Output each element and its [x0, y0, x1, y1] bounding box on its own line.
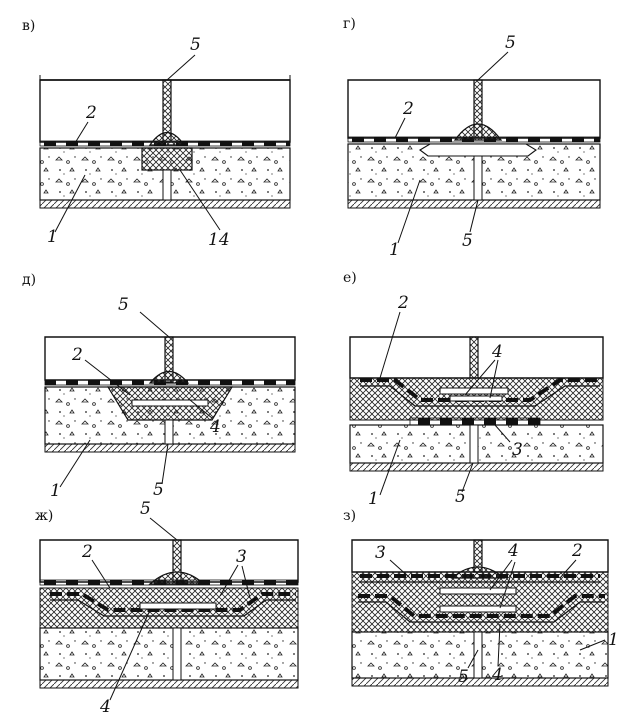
panel-d-label-5-top: 5 — [118, 295, 129, 315]
panel-v-label-2: 2 — [85, 103, 97, 123]
panel-z: з) 3 4 2 1 5 4 — [343, 508, 619, 687]
panel-e-label-3: 3 — [512, 440, 523, 460]
panel-v: в) 5 2 1 14 — [22, 18, 291, 250]
panel-g-label-5-bottom: 5 — [462, 231, 473, 251]
panel-zh: ж) 5 2 3 4 — [35, 499, 299, 716]
panel-g-label-1: 1 — [389, 240, 400, 260]
panel-e-label-5: 5 — [455, 487, 466, 507]
panel-v-label-1: 1 — [47, 227, 58, 247]
panel-d-label-5-bottom: 5 — [153, 480, 164, 500]
panel-v-label-14: 14 — [208, 230, 230, 250]
panel-v-title: в) — [22, 18, 35, 34]
panel-z-label-1: 1 — [608, 630, 619, 650]
panel-zh-label-3: 3 — [236, 547, 247, 567]
panel-e-label-4: 4 — [491, 342, 503, 362]
panel-g-label-2: 2 — [402, 99, 414, 119]
panel-d-label-1: 1 — [50, 481, 61, 501]
panel-g-title: г) — [343, 16, 356, 32]
panel-d-label-4: 4 — [209, 417, 221, 437]
panel-z-title: з) — [343, 508, 356, 524]
panel-z-label-4-bottom: 4 — [491, 665, 503, 685]
panel-d: д) 5 2 4 1 5 — [22, 272, 296, 501]
panel-zh-label-4: 4 — [99, 697, 111, 716]
panel-e-title: е) — [343, 270, 357, 286]
panel-z-label-4-top: 4 — [507, 541, 519, 561]
panel-z-label-5: 5 — [458, 667, 469, 687]
panel-zh-title: ж) — [35, 508, 53, 524]
panel-g-label-5-top: 5 — [505, 33, 516, 53]
panel-v-label-5: 5 — [190, 35, 201, 55]
panel-e-label-1: 1 — [368, 489, 379, 509]
panel-z-label-2: 2 — [571, 541, 583, 561]
panel-e: е) 2 4 3 1 5 — [343, 270, 604, 509]
panel-e-label-2: 2 — [397, 293, 409, 313]
panel-z-label-3: 3 — [375, 543, 386, 563]
panel-zh-label-2: 2 — [81, 542, 93, 562]
panel-d-label-2: 2 — [71, 345, 83, 365]
panel-zh-label-5: 5 — [140, 499, 151, 519]
panel-g: г) 5 2 1 5 — [343, 16, 601, 260]
panel-d-title: д) — [22, 272, 36, 288]
